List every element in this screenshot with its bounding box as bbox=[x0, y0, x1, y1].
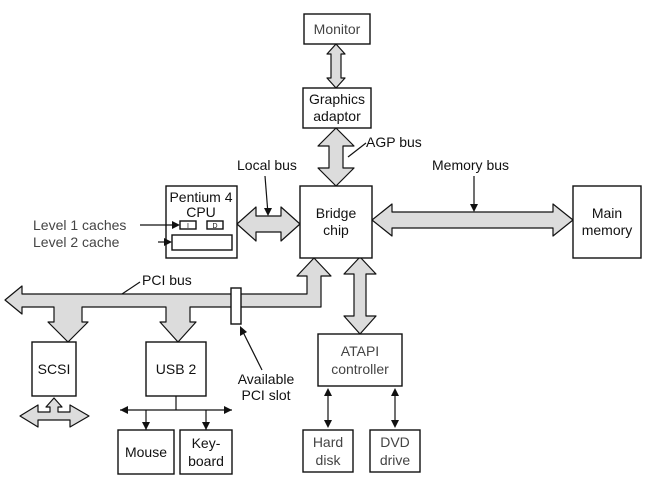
disk-up-arrowhead bbox=[324, 388, 332, 396]
usb-label: USB 2 bbox=[156, 361, 197, 377]
pci-slot-pointer-head bbox=[240, 326, 247, 336]
disk-down-arrowhead bbox=[324, 420, 332, 428]
dvd-down-arrowhead bbox=[391, 420, 399, 428]
main-memory-label-2: memory bbox=[582, 222, 633, 238]
mouse-label: Mouse bbox=[125, 444, 167, 460]
pci-bus-pointer bbox=[121, 281, 141, 295]
monitor-label: Monitor bbox=[314, 21, 361, 37]
main-memory-label-1: Main bbox=[592, 205, 622, 221]
memory-bus-label: Memory bus bbox=[432, 157, 509, 173]
keyboard-label-1: Key- bbox=[192, 435, 221, 451]
bridge-atapi-arrow bbox=[343, 256, 377, 335]
local-bus-pointer-head bbox=[264, 208, 272, 216]
graphics-adaptor-label-1: Graphics bbox=[309, 91, 365, 107]
bridge-chip-label-1: Bridge bbox=[316, 205, 357, 221]
cpu-l2-cache bbox=[171, 234, 233, 251]
mouse-box bbox=[117, 429, 175, 475]
usb-box bbox=[145, 341, 207, 397]
level1-caches-label: Level 1 caches bbox=[33, 217, 126, 233]
cpu-dcache bbox=[206, 220, 224, 230]
level2-pointer-head bbox=[164, 238, 172, 246]
pci-bus-arrow bbox=[4, 257, 332, 343]
hard-disk-label-2: disk bbox=[316, 452, 342, 468]
hard-disk-box bbox=[302, 429, 354, 473]
cpu-icache-label: I bbox=[187, 223, 189, 230]
main-memory-box bbox=[572, 185, 642, 259]
usb-left-arrowhead bbox=[120, 406, 128, 414]
dvd-drive-box bbox=[369, 429, 421, 473]
level2-cache-label: Level 2 cache bbox=[33, 234, 120, 250]
monitor-link-arrow bbox=[326, 43, 346, 89]
bridge-chip-label-2: chip bbox=[323, 222, 349, 238]
level1-pointer-head bbox=[172, 221, 180, 229]
agp-bus-label: AGP bus bbox=[366, 134, 422, 150]
dvd-up-arrowhead bbox=[391, 388, 399, 396]
pci-slot-label-2: PCI slot bbox=[241, 387, 290, 403]
scsi-label: SCSI bbox=[38, 361, 71, 377]
local-bus-pointer bbox=[264, 175, 269, 215]
keyboard-label-2: board bbox=[188, 453, 224, 469]
pci-slot-pointer bbox=[240, 327, 263, 371]
scsi-box bbox=[31, 341, 77, 397]
cpu-label-1: Pentium 4 bbox=[169, 189, 232, 205]
keyboard-arrowhead bbox=[202, 422, 210, 430]
graphics-adaptor-box bbox=[302, 87, 372, 129]
pci-slot-connector bbox=[230, 287, 242, 325]
agp-bus-pointer bbox=[347, 142, 367, 158]
cpu-label-2: CPU bbox=[186, 204, 216, 220]
memory-bus-pointer-head bbox=[470, 204, 478, 212]
keyboard-box bbox=[179, 429, 233, 475]
dvd-drive-label-1: DVD bbox=[380, 434, 410, 450]
atapi-label-1: ATAPI bbox=[341, 343, 379, 359]
mouse-arrowhead bbox=[142, 422, 150, 430]
bridge-chip-box bbox=[299, 185, 373, 259]
local-bus-label: Local bus bbox=[237, 157, 297, 173]
atapi-label-2: controller bbox=[331, 361, 389, 377]
cpu-dcache-label: D bbox=[212, 223, 217, 230]
hard-disk-label-1: Hard bbox=[313, 434, 343, 450]
pci-bus-label: PCI bus bbox=[142, 272, 192, 288]
pci-slot-label-1: Available bbox=[238, 371, 295, 387]
monitor-box bbox=[303, 13, 371, 45]
usb-right-arrowhead bbox=[224, 406, 232, 414]
atapi-box bbox=[317, 333, 403, 387]
graphics-adaptor-label-2: adaptor bbox=[313, 108, 361, 124]
scsi-cable-arrow bbox=[19, 397, 90, 428]
dvd-drive-label-2: drive bbox=[380, 452, 411, 468]
